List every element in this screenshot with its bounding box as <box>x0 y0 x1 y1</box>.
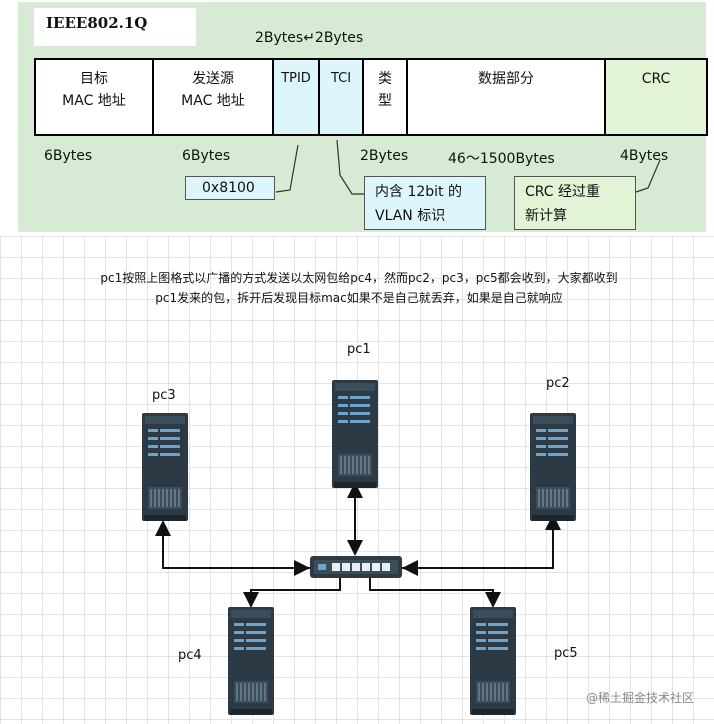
server-pc1-icon <box>331 379 379 489</box>
watermark: @稀土掘金技术社区 <box>585 691 694 705</box>
label-pc5: pc5 <box>554 646 578 661</box>
frame-title: IEEE802.1Q <box>46 14 148 32</box>
label-pc1: pc1 <box>347 342 371 357</box>
label-pc3: pc3 <box>152 388 176 403</box>
field-dst-mac-line1: 目标 <box>80 71 108 87</box>
switch-icon <box>310 556 402 578</box>
crc-callout: CRC 经过重 新计算 <box>514 176 636 230</box>
size-crc: 4Bytes <box>620 148 669 164</box>
link-switch-pc3 <box>155 520 310 569</box>
field-type-line1: 类 <box>378 71 392 87</box>
crc-callout-line1: CRC 经过重 <box>525 184 601 200</box>
tci-callout-line2: VLAN 标识 <box>375 208 446 224</box>
link-switch-pc5 <box>369 578 501 608</box>
field-tpid: TPID <box>272 58 320 136</box>
description-line2: pc1发来的包，拆开后发现目标mac如果不是自己就丢弃，如果是自己就响应 <box>155 291 563 305</box>
tci-callout: 内含 12bit 的 VLAN 标识 <box>364 176 486 230</box>
field-src-mac: 发送源 MAC 地址 <box>152 58 274 136</box>
tpid-callout: 0x8100 <box>185 176 275 200</box>
size-dst-mac: 6Bytes <box>44 148 93 164</box>
description-line1: pc1按照上图格式以广播的方式发送以太网包给pc4，然而pc2，pc3，pc5都… <box>100 271 618 285</box>
size-data: 46～1500Bytes <box>448 151 555 167</box>
crc-leader-line <box>635 159 661 193</box>
field-src-mac-line2: MAC 地址 <box>181 93 245 109</box>
size-src-mac: 6Bytes <box>182 148 231 164</box>
size-note-top: 2Bytes↵2Bytes <box>255 30 364 46</box>
server-pc2-icon <box>529 412 577 522</box>
server-pc3-icon <box>141 412 189 522</box>
title-box <box>34 8 196 46</box>
tpid-leader-line <box>275 144 299 193</box>
link-switch-pc2 <box>402 514 561 569</box>
field-type-line2: 型 <box>378 93 392 109</box>
field-src-mac-line1: 发送源 <box>192 71 234 87</box>
field-dst-mac: 目标 MAC 地址 <box>34 58 154 136</box>
tci-leader-line <box>336 139 364 195</box>
field-tci-label: TCI <box>330 71 352 86</box>
tci-callout-line1: 内含 12bit 的 <box>375 184 462 200</box>
link-switch-pc4 <box>243 578 341 608</box>
tpid-callout-text: 0x8100 <box>202 180 255 196</box>
field-data-label: 数据部分 <box>478 71 534 87</box>
label-pc2: pc2 <box>546 376 570 391</box>
description: pc1按照上图格式以广播的方式发送以太网包给pc4，然而pc2，pc3，pc5都… <box>14 268 704 308</box>
crc-callout-line2: 新计算 <box>525 208 567 224</box>
field-data: 数据部分 <box>406 58 606 136</box>
field-tpid-label: TPID <box>281 71 311 86</box>
server-pc4-icon <box>227 606 275 716</box>
server-pc5-icon <box>469 606 517 716</box>
field-type: 类 型 <box>362 58 408 136</box>
label-pc4: pc4 <box>178 648 202 663</box>
field-crc-label: CRC <box>641 71 671 87</box>
field-dst-mac-line2: MAC 地址 <box>62 93 126 109</box>
field-tci: TCI <box>318 58 364 136</box>
size-type: 2Bytes <box>360 148 409 164</box>
field-crc: CRC <box>604 58 708 136</box>
